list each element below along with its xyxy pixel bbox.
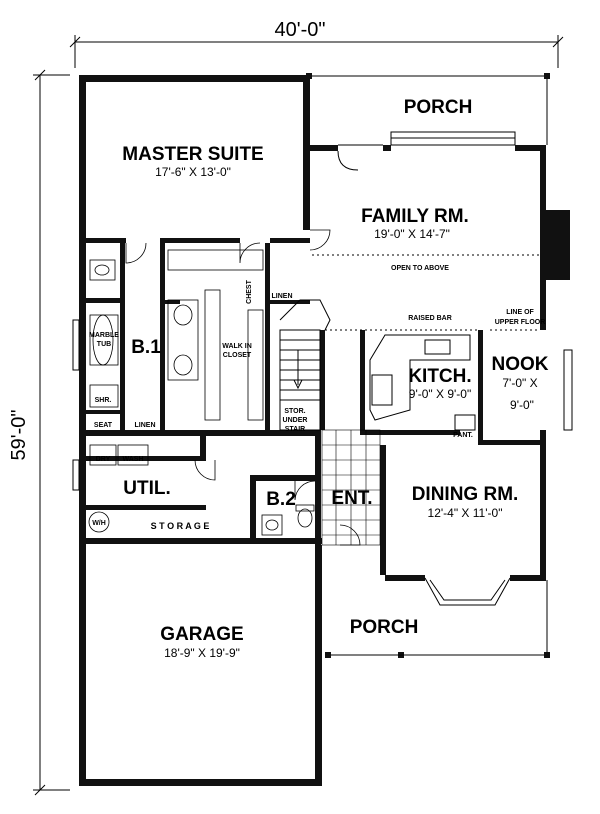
chest-note: CHEST: [246, 279, 253, 303]
walk-in-closet-note-1: WALK IN: [222, 343, 252, 350]
porch-bottom-label: PORCH: [350, 617, 419, 638]
garage-name: GARAGE: [160, 624, 243, 645]
nook-size-b: 9'-0": [510, 398, 534, 412]
water-heater-note: W/H: [92, 520, 106, 527]
stor-under-stair-1: STOR.: [284, 408, 305, 415]
pantry-note: PANT.: [453, 432, 473, 439]
family-window: [337, 131, 516, 171]
raised-bar-note: RAISED BAR: [408, 315, 452, 322]
porch-top-label: PORCH: [404, 97, 473, 118]
dining-bay: [424, 577, 511, 606]
nook-size-a: 7'-0" X: [502, 376, 537, 390]
entry-tile: [321, 429, 381, 546]
dryer-note: DRY: [96, 456, 111, 463]
shower-note: SHR.: [95, 397, 112, 404]
stor-under-stair-3: STAIR: [285, 426, 305, 433]
porch-outlines: [312, 75, 548, 656]
bath2-name: B.2: [266, 489, 296, 510]
dining-room-name: DINING RM.: [412, 484, 519, 505]
closet-shelves: [167, 249, 264, 421]
dashed-lines: [312, 254, 540, 331]
bath2-fixtures: [261, 504, 315, 536]
kitchen-name: KITCH.: [408, 366, 471, 387]
family-room-size: 19'-0" X 14'-7": [374, 227, 450, 241]
seat-note: SEAT: [94, 422, 113, 429]
marble-tub-note-1: MARBLE: [89, 332, 119, 339]
doors: [125, 229, 361, 546]
linen-bottom-note: LINEN: [135, 422, 156, 429]
walk-in-closet-note-2: CLOSET: [223, 352, 252, 359]
exterior-walls: [79, 75, 570, 786]
open-to-above-note: OPEN TO ABOVE: [391, 265, 449, 272]
family-room-name: FAMILY RM.: [361, 206, 469, 227]
overall-width-label: 40'-0": [275, 19, 326, 41]
linen-top-note: LINEN: [272, 293, 293, 300]
washer-note: WASH: [123, 456, 144, 463]
storage-note: S T O R A G E: [151, 521, 210, 531]
upper-floor-note-1: LINE OF: [506, 309, 534, 316]
bath1-name: B.1: [131, 337, 161, 358]
util-fixtures: [88, 444, 149, 533]
bath1-fixtures: [89, 259, 119, 408]
dining-room-size: 12'-4" X 11'-0": [428, 506, 503, 520]
upper-floor-note-2: UPPER FLOOR: [495, 319, 546, 326]
overall-depth-label: 59'-0": [8, 410, 30, 461]
master-suite-size: 17'-6" X 13'-0": [155, 165, 231, 179]
garage-size: 18'-9" X 19'-9": [164, 646, 240, 660]
misc-openings: [72, 319, 80, 491]
stairs: [279, 299, 331, 431]
entry-name: ENT.: [331, 488, 372, 509]
master-suite-name: MASTER SUITE: [122, 144, 263, 165]
interior-walls: [86, 238, 546, 575]
marble-tub-note-2: TUB: [97, 341, 111, 348]
stor-under-stair-2: UNDER: [283, 417, 308, 424]
util-name: UTIL.: [123, 478, 171, 499]
nook-window: [563, 349, 573, 431]
kitchen-size: 9'-0" X 9'-0": [409, 387, 471, 401]
dimension-lines: [33, 35, 564, 796]
kitchen-counters: [369, 334, 476, 431]
nook-name: NOOK: [492, 354, 549, 375]
